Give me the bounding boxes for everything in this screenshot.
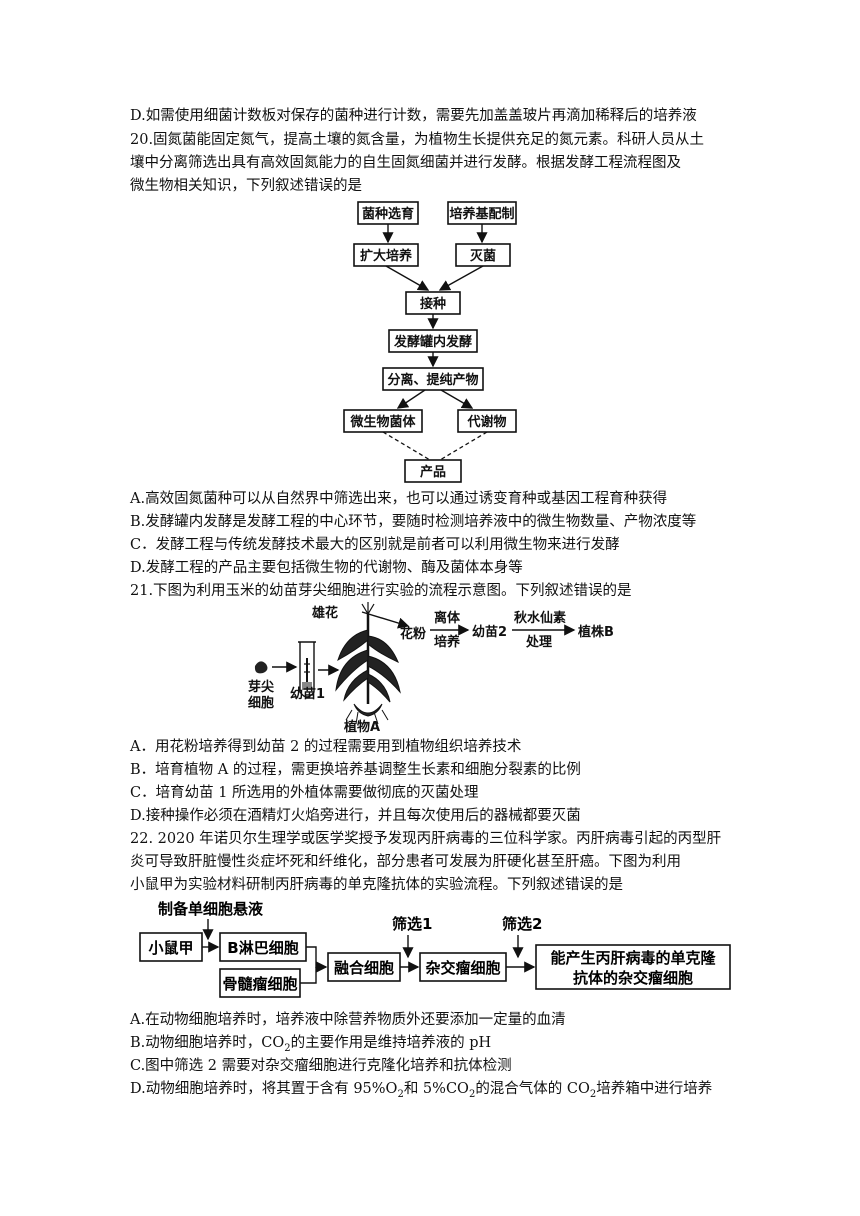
corn-plant-icon [335, 602, 401, 725]
label-male-flower: 雄花 [311, 605, 338, 621]
q22-option-b-sub: 2 [284, 1042, 291, 1054]
q22-option-d-sub3: 2 [589, 1088, 597, 1100]
q20-stem-line1: 20.固氮菌能固定氮气，提高土壤的氮含量，为植物生长提供充足的氮元素。科研人员从… [130, 132, 705, 148]
q22-stem-line1: 22. 2020 年诺贝尔生理学或医学奖授予发现丙肝病毒的三位科学家。丙肝病毒引… [130, 831, 722, 847]
label-inoculate: 接种 [420, 296, 446, 312]
label-expand-culture: 扩大培养 [360, 248, 413, 264]
label-plant-b: 植株B [577, 624, 614, 640]
test-tube-icon [299, 642, 315, 698]
box-product [404, 459, 462, 483]
label-pollen: 花粉 [400, 626, 426, 642]
q21-option-b: B．培育植物 A 的过程，需更换培养基调整生长素和细胞分裂素的比例 [130, 762, 581, 778]
q22-option-d: D.动物细胞培养时，将其置于含有 95%O2和 5%CO2的混合气体的 CO2培… [130, 1079, 712, 1105]
label-seedling-2: 幼苗2 [472, 624, 507, 640]
q21-option-d: D.接种操作必须在酒精灯火焰旁进行，并且每次使用后的器械都要灭菌 [130, 808, 581, 824]
q21-option-a: A．用花粉培养得到幼苗 2 的过程需要用到植物组织培养技术 [130, 739, 522, 755]
box-separate [382, 367, 484, 391]
q22-stem-line2: 炎可导致肝脏慢性炎症坏死和纤维化，部分患者可发展为肝硬化甚至肝癌。下图为利用 [130, 854, 681, 870]
label-strain-selection: 菌种选育 [362, 206, 414, 222]
monoclonal-antibody-flowchart: 制备单细胞悬液 小鼠甲 B淋巴细胞 骨髓瘤细胞 融合细胞 筛选1 杂交瘤细胞 筛… [139, 900, 731, 998]
q22-stem-line3: 小鼠甲为实验材料研制丙肝病毒的单克隆抗体的实验流程。下列叙述错误的是 [130, 877, 623, 893]
label-fused-cell: 融合细胞 [334, 959, 394, 977]
q22-option-a: A.在动物细胞培养时，培养液中除营养物质外还要添加一定量的血清 [130, 1012, 566, 1028]
label-final-line2: 抗体的杂交瘤细胞 [573, 969, 693, 987]
label-product: 产品 [420, 464, 446, 480]
label-sterilize: 灭菌 [469, 248, 496, 264]
label-b-cell: B淋巴细胞 [227, 939, 298, 957]
q22-option-d-part2: 和 5%CO [403, 1081, 469, 1097]
box-final-hybridoma [535, 944, 731, 990]
corn-culture-diagram: 雄花 花粉 离体 培养 幼苗2 秋水仙素 处理 植株B 芽尖 细胞 幼苗1 植物… [248, 602, 614, 735]
label-culture-top: 离体 [434, 610, 461, 626]
q22-option-d-sub1: 2 [397, 1088, 404, 1100]
label-prep-suspension: 制备单细胞悬液 [158, 900, 264, 918]
q21-stem: 21.下图为利用玉米的幼苗芽尖细胞进行实验的流程示意图。下列叙述错误的是 [130, 583, 632, 599]
label-treatment: 处理 [525, 634, 552, 650]
label-plant-a: 植物A [343, 719, 380, 735]
label-screen-1: 筛选1 [392, 915, 432, 933]
label-separate: 分离、提纯产物 [387, 372, 478, 388]
q20-stem-line2: 壤中分离筛选出具有高效固氮能力的自生固氮细菌并进行发酵。根据发酵工程流程图及 [130, 155, 681, 171]
label-microbial-cells: 微生物菌体 [349, 414, 416, 430]
q22-option-d-sub2: 2 [468, 1088, 476, 1100]
label-final-line1: 能产生丙肝病毒的单克隆 [550, 949, 716, 967]
q20-stem-line3: 微生物相关知识，下列叙述错误的是 [130, 178, 362, 194]
box-b-cell [219, 932, 307, 962]
label-culture-bottom: 培养 [434, 634, 461, 650]
q22-option-d-part3: 的混合气体的 CO [475, 1081, 590, 1097]
q22-option-d-part1: D.动物细胞培养时，将其置于含有 95%O [130, 1081, 398, 1097]
label-seedling-1: 幼苗1 [290, 686, 325, 702]
label-medium-prep: 培养基配制 [449, 206, 514, 222]
label-myeloma: 骨髓瘤细胞 [222, 975, 297, 993]
prev-question-option-d: D.如需使用细菌计数板对保存的菌种进行计数，需要先加盖盖玻片再滴加稀释后的培养液 [130, 108, 697, 124]
label-hybridoma: 杂交瘤细胞 [425, 959, 500, 977]
q21-option-c: C．培育幼苗 1 所选用的外植体需要做彻底的灭菌处理 [130, 785, 479, 801]
label-colchicine: 秋水仙素 [514, 610, 566, 626]
fermentation-flowchart: 菌种选育 培养基配制 扩大培养 灭菌 接种 发酵罐内发酵 分离、提纯产物 微生物… [343, 201, 517, 483]
label-mouse: 小鼠甲 [148, 939, 193, 957]
q22-option-b: B.动物细胞培养时，CO2的主要作用是维持培养液的 pH [130, 1033, 491, 1059]
q20-option-a: A.高效固氮菌种可以从自然界中筛选出来，也可以通过诱变育种或基因工程育种获得 [130, 491, 668, 507]
q22-option-c: C.图中筛选 2 需要对杂交瘤细胞进行克隆化培养和抗体检测 [130, 1058, 512, 1074]
box-fused-cell [327, 952, 401, 982]
q20-option-c: C．发酵工程与传统发酵技术最大的区别就是前者可以利用微生物来进行发酵 [130, 537, 620, 553]
bud-tip-icon [254, 661, 268, 674]
q22-option-b-post: 的主要作用是维持培养液的 pH [290, 1035, 492, 1051]
label-ferment: 发酵罐内发酵 [393, 334, 472, 350]
q22-option-b-pre: B.动物细胞培养时，CO [130, 1035, 285, 1051]
label-bud-bottom: 细胞 [248, 695, 274, 711]
q20-option-b: B.发酵罐内发酵是发酵工程的中心环节，要随时检测培养液中的微生物数量、产物浓度等 [130, 514, 697, 530]
label-metabolite: 代谢物 [466, 414, 506, 430]
q22-option-d-part4: 培养箱中进行培养 [596, 1081, 713, 1097]
q20-option-d: D.发酵工程的产品主要包括微生物的代谢物、酶及菌体本身等 [130, 560, 523, 576]
label-bud-top: 芽尖 [248, 679, 274, 695]
label-screen-2: 筛选2 [502, 915, 542, 933]
